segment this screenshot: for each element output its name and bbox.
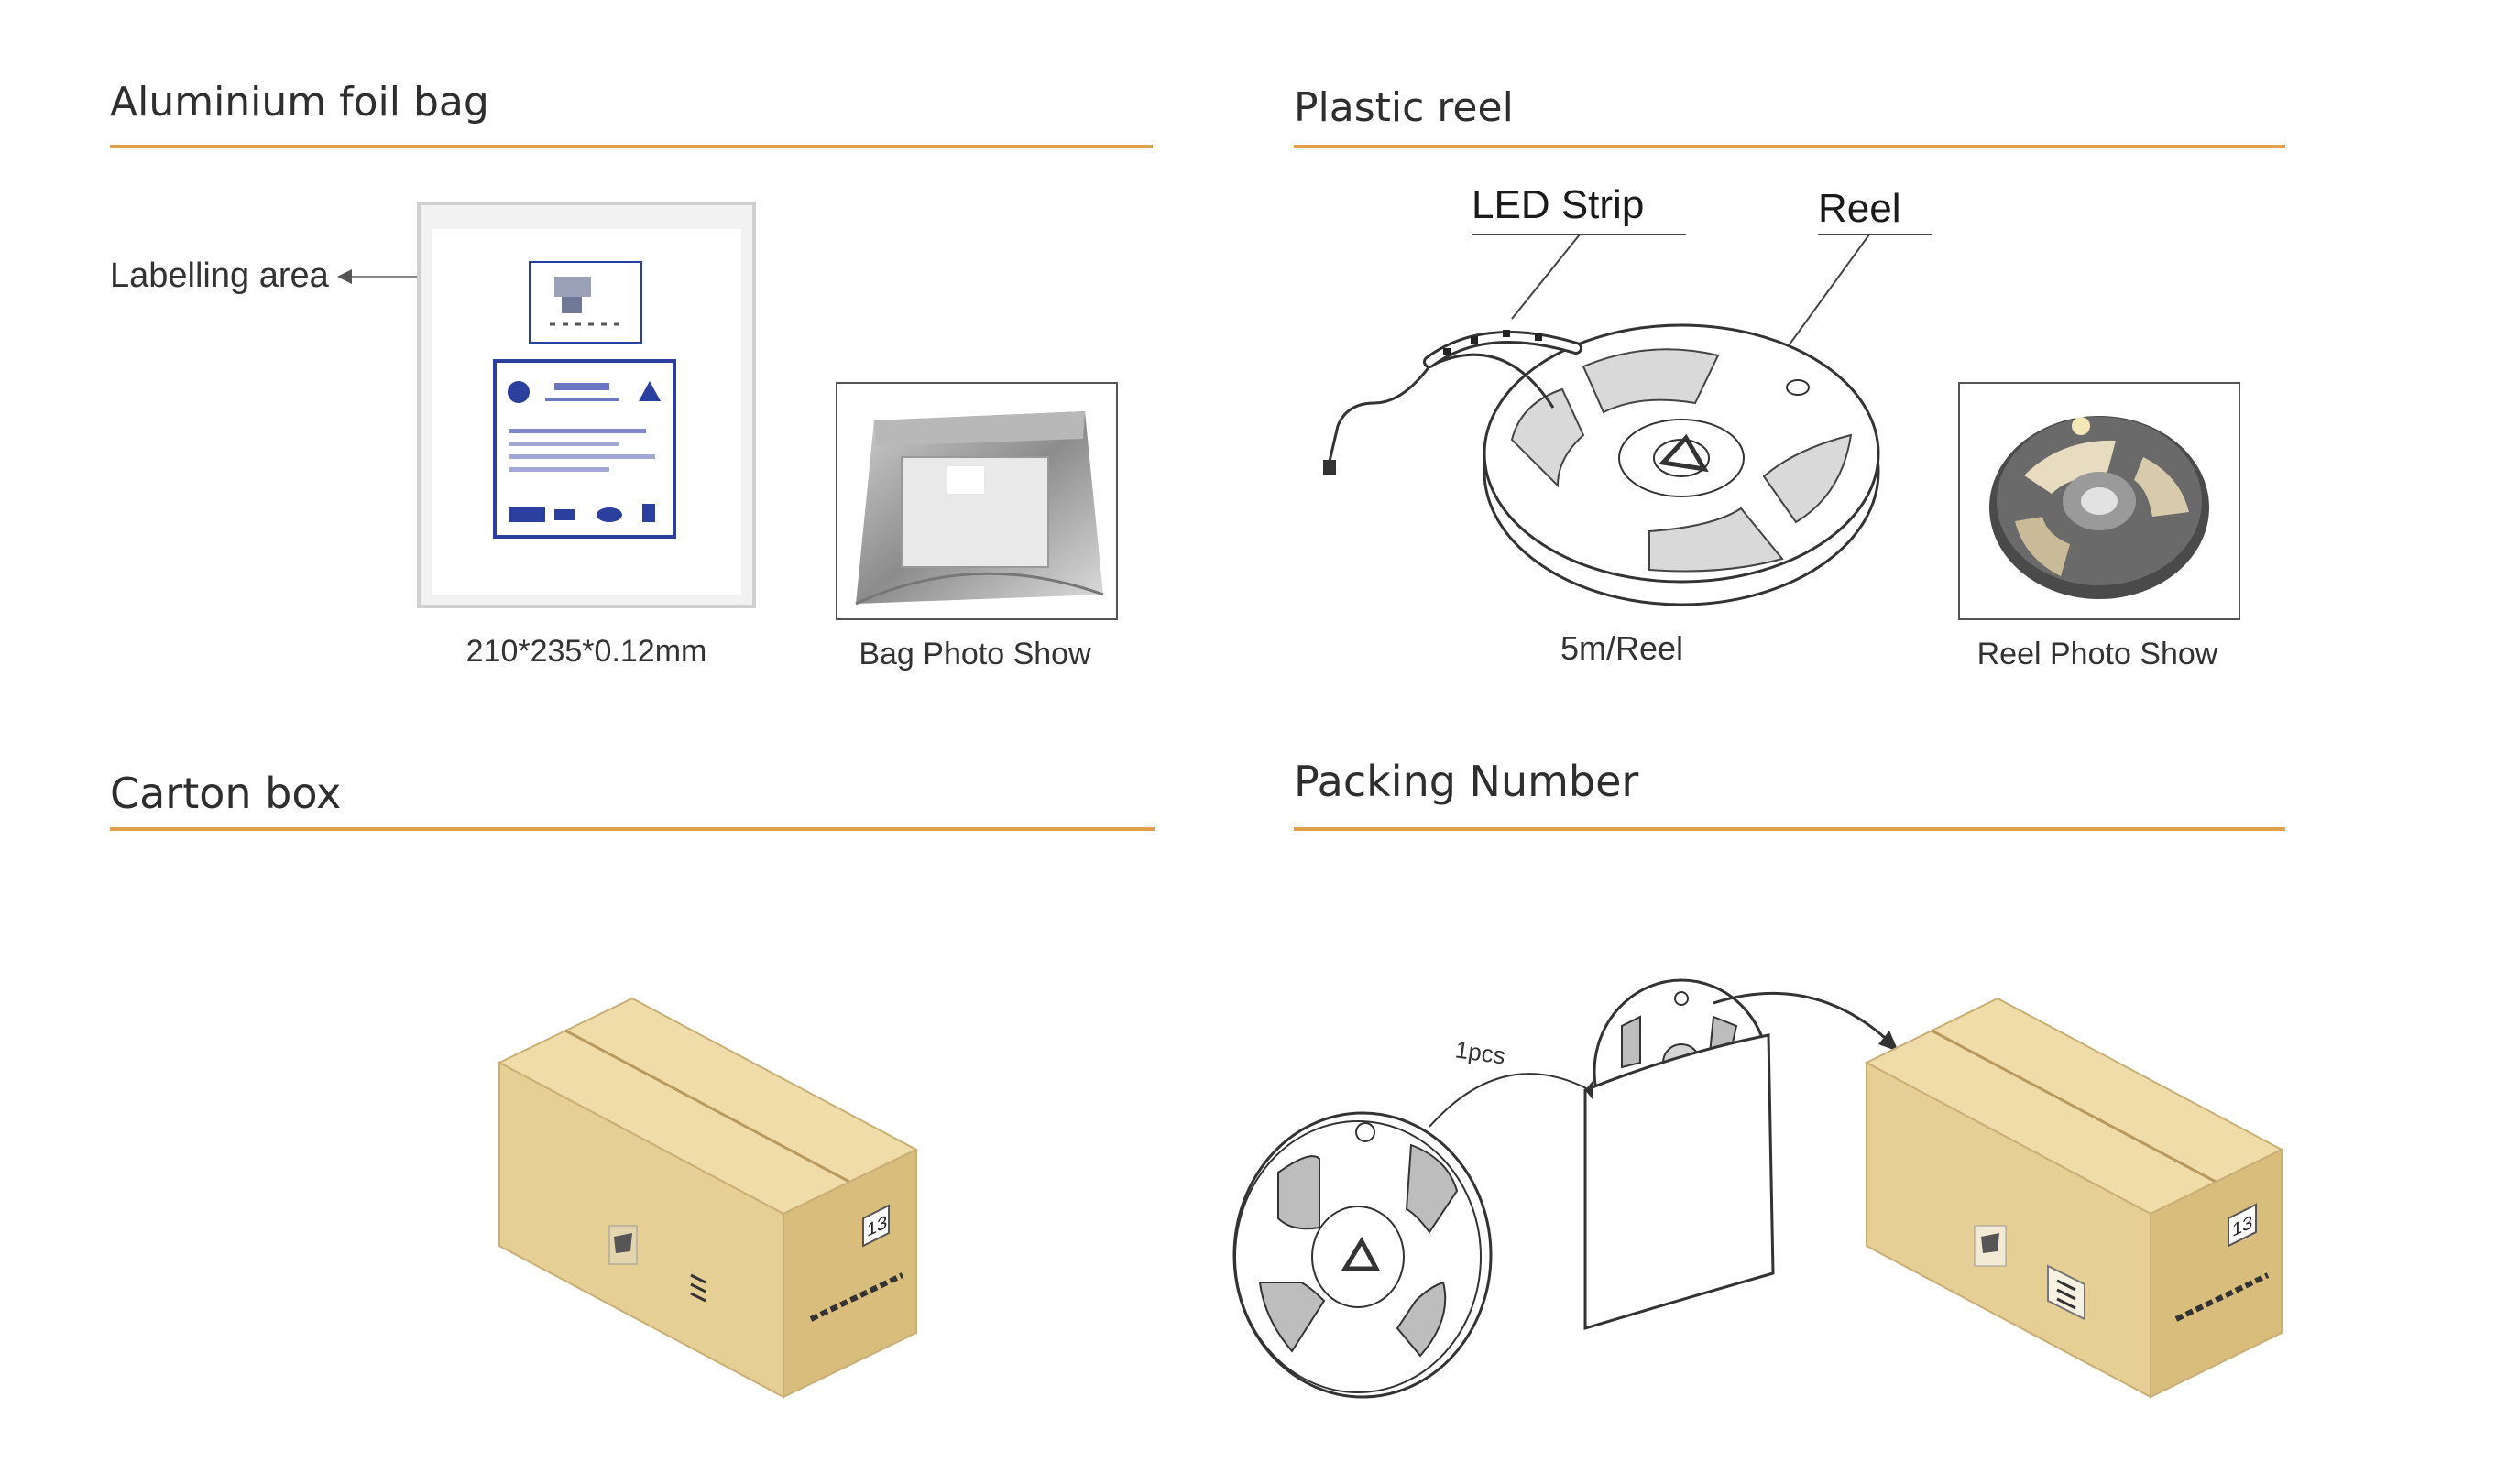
foil-bag-diagram <box>417 202 756 608</box>
reel-photo <box>1958 382 2240 620</box>
bag-photo-image <box>855 411 1104 606</box>
carton-box-title: Carton box <box>110 769 342 818</box>
bag-photo-caption: Bag Photo Show <box>859 637 1091 671</box>
bag-photo <box>836 382 1118 620</box>
packing-box-number: 13 <box>2232 1211 2253 1242</box>
foil-bag-size-caption: 210*235*0.12mm <box>465 634 707 669</box>
plastic-reel-title: Plastic reel <box>1294 84 1514 131</box>
reel-photo-caption: Reel Photo Show <box>1976 637 2218 671</box>
reel-photo-image <box>1989 416 2209 599</box>
foil-bag-title: Aluminium foil bag <box>110 79 489 125</box>
packing-number-title: Packing Number <box>1294 757 1639 806</box>
carton-box-divider <box>110 827 1155 831</box>
reel-length-caption: 5m/Reel <box>1560 629 1684 667</box>
reel-label: Reel <box>1818 186 1901 231</box>
led-strip-label: LED Strip <box>1472 182 1645 227</box>
carton-box-number: 13 <box>867 1211 888 1242</box>
plastic-reel-divider <box>1294 145 2285 148</box>
foil-bag-divider <box>110 145 1153 148</box>
packing-number-divider <box>1294 827 2285 831</box>
labelling-area-label: Labelling area <box>110 256 329 295</box>
packing-qty-label: 1pcs <box>1453 1035 1507 1070</box>
